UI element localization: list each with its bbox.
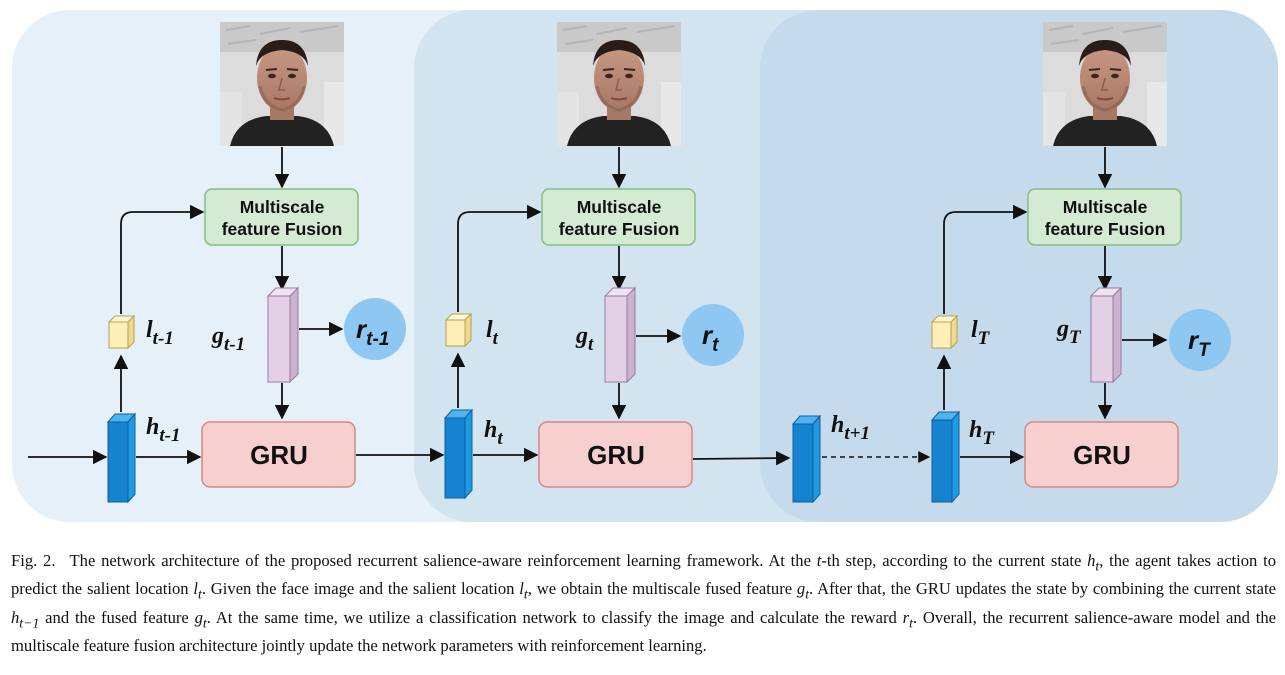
gru-label-1: GRU xyxy=(250,440,308,470)
caption-math: g xyxy=(796,579,806,599)
caption-text: The network architecture of the proposed… xyxy=(69,551,817,570)
caption-text: , the agent takes action to predict the … xyxy=(11,551,1276,599)
caption-text: , we obtain the multiscale fused feature xyxy=(527,579,797,599)
caption-math: g xyxy=(194,607,203,627)
caption-math: t xyxy=(198,586,202,602)
caption-math: h xyxy=(11,607,20,627)
fusion-label-1a: Multiscale xyxy=(240,197,325,217)
caption-math: r xyxy=(902,607,910,627)
reward-label-3: rT xyxy=(1188,325,1211,361)
hidden-block-intermediate xyxy=(791,414,822,504)
fusion-label-2b: feature Fusion xyxy=(559,219,680,239)
step-3: Multiscale feature Fusion gT rT GRU hT l… xyxy=(930,22,1231,504)
caption-math: l xyxy=(193,579,198,599)
caption-text: -th step, according to the current state xyxy=(821,551,1088,570)
caption-math: l xyxy=(519,579,524,599)
reward-node-3 xyxy=(1169,309,1231,371)
reward-node-2 xyxy=(682,304,744,366)
architecture-diagram: Multiscale feature Fusion gt-1 rt-1 GRU … xyxy=(12,10,1278,522)
figure-caption: Fig. 2. The network architecture of the p… xyxy=(11,549,1276,657)
gru-box-3 xyxy=(1024,421,1179,488)
feature-label-3: gT xyxy=(1056,316,1082,348)
fusion-label-2a: Multiscale xyxy=(577,197,662,217)
caption-math: t xyxy=(202,614,207,630)
caption-math: t xyxy=(523,586,528,602)
feature-block-1 xyxy=(266,286,300,384)
hidden-block-2 xyxy=(443,408,474,500)
reward-node-1 xyxy=(344,298,406,360)
hidden-block-1 xyxy=(106,412,137,504)
caption-text: . Given the face image and the salient l… xyxy=(201,579,520,599)
reward-label-1: rt-1 xyxy=(356,314,389,350)
caption-text: . At the same time, we utilize a classif… xyxy=(206,607,903,627)
fusion-label-1b: feature Fusion xyxy=(222,219,343,239)
step-2: Multiscale feature Fusion gt rt GRU ht l… xyxy=(443,22,744,500)
step-1: Multiscale feature Fusion gt-1 rt-1 GRU … xyxy=(28,22,406,504)
hidden-label-intermediate: ht+1 xyxy=(831,412,870,444)
caption-math: t xyxy=(909,614,913,630)
face-image-1 xyxy=(220,22,344,146)
panel-step-3 xyxy=(760,10,1278,522)
location-label-1: lt-1 xyxy=(146,317,174,349)
gru-label-3: GRU xyxy=(1073,440,1131,470)
fusion-label-3a: Multiscale xyxy=(1063,197,1148,217)
feature-label-1: gt-1 xyxy=(211,323,245,355)
location-label-2: lt xyxy=(486,317,499,349)
caption-math: h xyxy=(1087,551,1096,570)
caption-math: t xyxy=(1095,558,1100,574)
hidden-label-3: hT xyxy=(969,417,995,449)
location-block-3 xyxy=(930,314,959,350)
gru-box-2 xyxy=(538,421,693,488)
fusion-box-3 xyxy=(1027,188,1182,246)
feature-label-2: gt xyxy=(575,323,594,355)
face-image-2 xyxy=(557,22,681,146)
fusion-box-2 xyxy=(541,188,696,246)
caption-text: . Overall, the recurrent salience-aware … xyxy=(11,607,1276,655)
caption-text: . After that, the GRU updates the state … xyxy=(809,579,1276,599)
caption-math: t−1 xyxy=(19,614,40,630)
feature-block-2 xyxy=(603,286,637,384)
location-block-1 xyxy=(107,314,136,350)
caption-text: and the fused feature xyxy=(39,607,195,627)
location-label-3: lT xyxy=(971,317,991,349)
caption-math: t xyxy=(805,586,810,602)
fusion-label-3b: feature Fusion xyxy=(1045,219,1166,239)
caption-math: t xyxy=(816,551,822,570)
face-image-3 xyxy=(1043,22,1167,146)
hidden-label-2: ht xyxy=(484,417,503,449)
hidden-block-3 xyxy=(930,410,961,504)
gru-label-2: GRU xyxy=(587,440,645,470)
reward-label-2: rt xyxy=(702,320,719,356)
fusion-box-1 xyxy=(204,188,359,246)
gru-box-1 xyxy=(201,421,356,488)
location-block-2 xyxy=(444,312,473,348)
caption-label: Fig. 2. xyxy=(11,551,56,570)
hidden-label-1: ht-1 xyxy=(146,414,180,446)
feature-block-3 xyxy=(1089,286,1123,384)
